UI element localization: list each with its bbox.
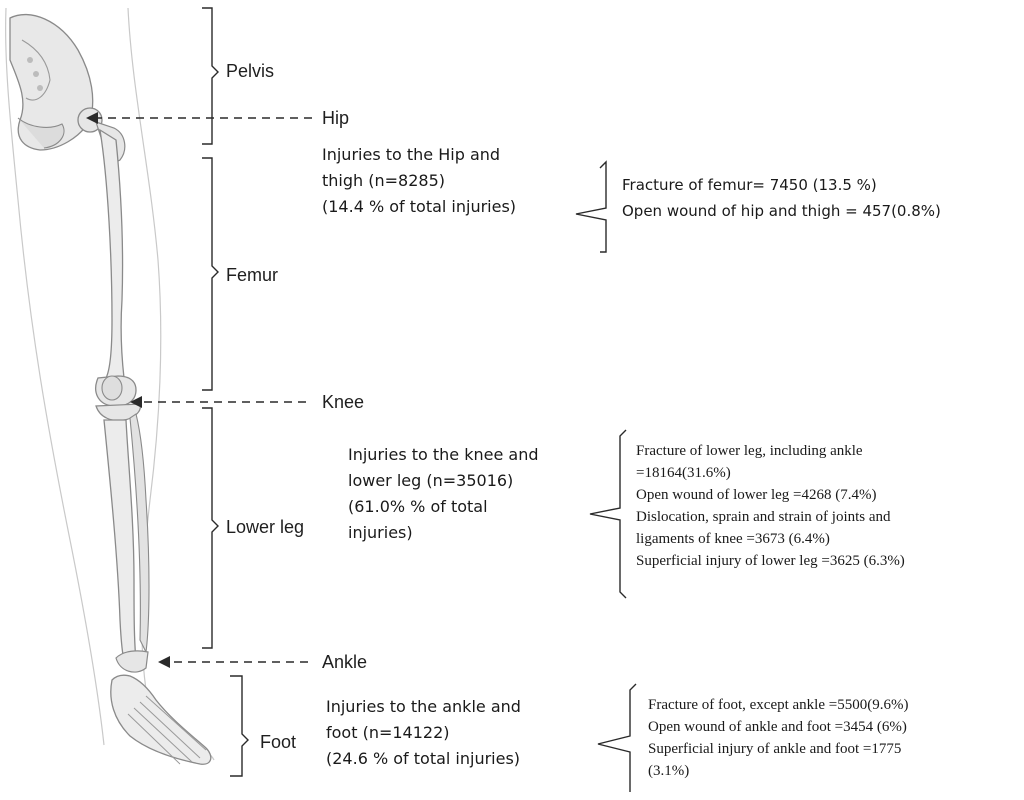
detail-line: Dislocation, sprain and strain of joints… — [636, 506, 905, 528]
knee-details-brace — [590, 430, 626, 598]
hip-details-brace — [576, 162, 606, 252]
lower-leg-label: Lower leg — [226, 517, 304, 538]
detail-line: ligaments of knee =3673 (6.4%) — [636, 528, 905, 550]
detail-line: Fracture of lower leg, including ankle — [636, 440, 905, 462]
foot-brace — [230, 676, 248, 776]
foot-label: Foot — [260, 732, 296, 753]
knee-lower-leg-details: Fracture of lower leg, including ankle =… — [636, 440, 905, 572]
detail-line: Superficial injury of ankle and foot =17… — [648, 738, 908, 760]
detail-line: Open wound of ankle and foot =3454 (6%) — [648, 716, 908, 738]
knee-lower-leg-summary: Injuries to the knee and lower leg (n=35… — [348, 442, 539, 546]
ankle-details-brace — [598, 684, 636, 792]
detail-line: =18164(31.6%) — [636, 462, 905, 484]
detail-line: Fracture of femur= 7450 (13.5 %) — [622, 172, 941, 198]
ankle-arrowhead — [158, 656, 170, 668]
hip-label: Hip — [322, 108, 349, 129]
detail-line: Fracture of foot, except ankle =5500(9.6… — [648, 694, 908, 716]
femur-brace — [202, 158, 218, 390]
knee-label: Knee — [322, 392, 364, 413]
detail-line: Open wound of hip and thigh = 457(0.8%) — [622, 198, 941, 224]
lower-leg-brace — [202, 408, 218, 648]
pelvis-label: Pelvis — [226, 61, 274, 82]
ankle-foot-summary: Injuries to the ankle and foot (n=14122)… — [326, 694, 521, 772]
knee-arrowhead — [130, 396, 142, 408]
ankle-foot-details: Fracture of foot, except ankle =5500(9.6… — [648, 694, 908, 782]
hip-thigh-summary: Injuries to the Hip and thigh (n=8285) (… — [322, 142, 516, 220]
ankle-label: Ankle — [322, 652, 367, 673]
hip-arrowhead — [86, 112, 98, 124]
femur-label: Femur — [226, 265, 278, 286]
pelvis-brace — [202, 8, 218, 144]
hip-thigh-details: Fracture of femur= 7450 (13.5 %) Open wo… — [622, 172, 941, 224]
detail-line: Open wound of lower leg =4268 (7.4%) — [636, 484, 905, 506]
detail-line: Superficial injury of lower leg =3625 (6… — [636, 550, 905, 572]
detail-line: (3.1%) — [648, 760, 908, 782]
